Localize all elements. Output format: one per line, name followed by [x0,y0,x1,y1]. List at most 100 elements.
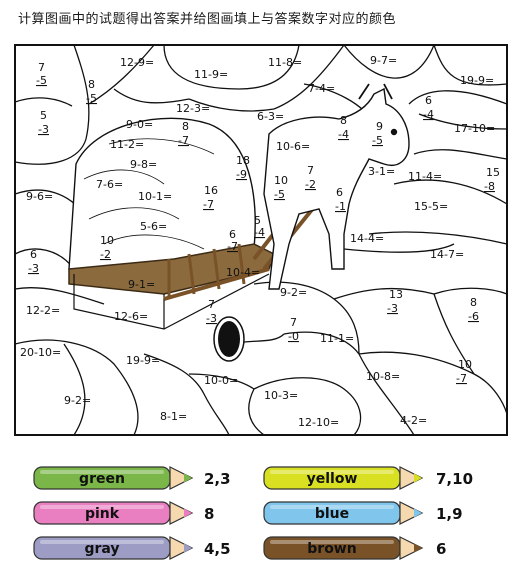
problem-label: 10-4= [226,266,260,279]
problem-label: 3-1= [368,165,395,178]
pencil-number-value: 8 [204,505,214,523]
problem-label: -5 [274,188,285,201]
problem-label: -1 [335,200,346,213]
pencil-highlight [40,470,164,474]
pencil-color-label: yellow [307,471,358,487]
pencil-yellow: yellow 7,10 [263,466,473,490]
pencil-tip [169,501,194,525]
problem-labels: 7 -5 8 -5 5 -3 12-9= 11-9= 11-8= 9-7= 19… [20,54,500,429]
problem-label: 16 [204,184,218,197]
problem-label: -5 [36,74,47,87]
pencil-number-value: 2,3 [204,470,231,488]
problem-label: 5-6= [140,220,167,233]
problem-label: 10 [100,234,114,247]
problem-label: -7 [178,134,189,147]
problem-label: 6 [30,248,37,261]
pencil-tip [169,536,194,560]
problem-label: 10 [274,174,288,187]
problem-label: 10-3= [264,389,298,402]
hay-cart [68,117,371,362]
problem-label: 9-7= [370,54,397,67]
problem-label: 15 [486,166,500,179]
problem-label: -7 [203,198,214,211]
problem-label: 7-4= [308,82,335,95]
pencil-color-label: brown [307,541,356,557]
donkey [263,83,410,290]
pencil-highlight [40,540,164,544]
problem-label: 5 [40,109,47,122]
problem-label: 17-10= [454,122,495,135]
pencil-lead [414,508,422,518]
problem-label: -3 [206,312,217,325]
problem-label: 7 [307,164,314,177]
coloring-picture: 7 -5 8 -5 5 -3 12-9= 11-9= 11-8= 9-7= 19… [14,44,508,436]
pencil-highlight [40,505,164,509]
pencil-number-value: 7,10 [436,470,473,488]
pencil-color-label: gray [84,541,119,557]
problem-label: 20-10= [20,346,61,359]
problem-label: 8 [182,120,189,133]
pencil-number-value: 1,9 [436,505,463,523]
problem-label: 12-2= [26,304,60,317]
problem-label: -6 [468,310,479,323]
pencil-color-label: green [79,471,125,487]
problem-label: -3 [28,262,39,275]
pencil-tip [399,501,424,525]
problem-label: -7 [456,372,467,385]
problem-label: -4 [338,128,349,141]
problem-label: -5 [372,134,383,147]
problem-label: -5 [86,92,97,105]
problem-label: 15-5= [414,200,448,213]
pencil-highlight [270,505,394,509]
problem-label: 12-9= [120,56,154,69]
problem-label: 6 [336,186,343,199]
problem-label: 18 [236,154,250,167]
pencil-lead [184,473,192,483]
problem-label: 7 [38,61,45,74]
problem-label: 12-6= [114,310,148,323]
problem-label: 8-1= [160,410,187,423]
problem-label: -8 [484,180,495,193]
problem-label: -9 [236,168,247,181]
pencil-pink: pink 8 [33,501,214,525]
problem-label: 8 [88,78,95,91]
pencil-tip [399,466,424,490]
pencil-highlight [270,540,394,544]
problem-label: 11-1= [320,332,354,345]
pencil-lead [184,508,192,518]
problem-label: 14-7= [430,248,464,261]
problem-label: 5 [254,214,261,227]
problem-label: 10-6= [276,140,310,153]
problem-label: 9-0= [126,118,153,131]
problem-label: 9-6= [26,190,53,203]
problem-label: 13 [389,288,403,301]
problem-label: -2 [100,248,111,261]
problem-label: 6-3= [257,110,284,123]
pencil-lead [414,543,422,553]
problem-label: 19-9= [460,74,494,87]
problem-label: 10-8= [366,370,400,383]
page-title: 计算图画中的试题得出答案并给图画填上与答案数字对应的颜色 [18,12,397,27]
problem-label: 11-9= [194,68,228,81]
problem-label: 10-0= [204,374,238,387]
pencil-highlight [270,470,394,474]
problem-label: -2 [305,178,316,191]
problem-label: 9-1= [128,278,155,291]
problem-label: 10-1= [138,190,172,203]
pencil-green: green 2,3 [33,466,231,490]
pencil-color-label: pink [85,506,120,522]
pencil-lead [184,543,192,553]
problem-label: 11-2= [110,138,144,151]
problem-label: 9-2= [64,394,91,407]
problem-label: 6 [425,94,432,107]
problem-label: 12-10= [298,416,339,429]
pencil-lead [414,473,422,483]
pencil-tip [169,466,194,490]
problem-label: -0 [288,330,299,343]
problem-label: 14-4= [350,232,384,245]
pencil-number-value: 4,5 [204,540,231,558]
